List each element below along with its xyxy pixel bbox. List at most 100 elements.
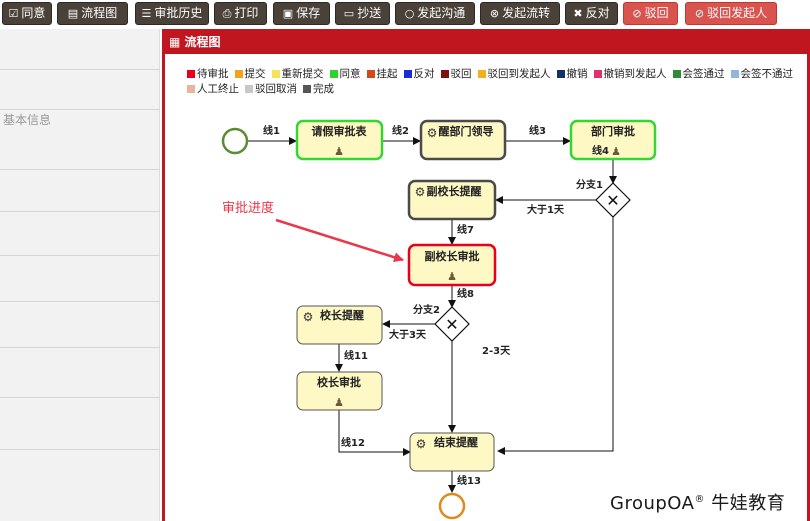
reject-to-initiator-icon: ⊘ (694, 7, 705, 20)
node-end-remind[interactable]: ⚙ 结束提醒 (409, 432, 495, 472)
start-transfer-icon: ⊗ (489, 7, 500, 20)
legend-item: 会签不通过 (730, 66, 793, 81)
gear-icon: ⚙ (415, 185, 426, 199)
agree-label: 同意 (21, 6, 46, 20)
legend-swatch (187, 69, 195, 78)
legend-label: 驳回到发起人 (487, 68, 551, 80)
x-icon: ✕ (606, 191, 619, 210)
agree-icon: ☑ (8, 7, 19, 20)
node-dept-approval[interactable]: 部门审批 ♟ (569, 119, 657, 161)
legend-item: 撤销到发起人 (593, 66, 667, 81)
legend-swatch (403, 69, 412, 78)
legend-swatch (234, 69, 243, 78)
edge-line12 (338, 410, 411, 456)
flowchart-button[interactable]: ▤流程图 (57, 2, 128, 25)
legend-item: 完成 (303, 81, 334, 96)
flowchart-icon: ▤ (67, 7, 79, 20)
edge-gw1-down (497, 217, 614, 455)
label-cond-gt3: 大于3天 (389, 328, 427, 341)
legend-swatch (329, 69, 338, 78)
node-principal-remind[interactable]: ⚙ 校长提醒 (296, 305, 383, 345)
legend-swatch (477, 69, 486, 78)
node-leave-approval[interactable]: 请假审批表 ♟ (295, 119, 384, 161)
sidebar-divider (0, 255, 160, 256)
status-legend: 待审批提交重新提交同意挂起反对驳回驳回到发起人撤销撤销到发起人会签通过会签不通过… (187, 66, 810, 96)
legend-row: 人工终止 驳回取消 完成 (187, 81, 810, 96)
sidebar-divider (0, 449, 160, 450)
legend-label: 驳回 (450, 68, 472, 80)
legend-label: 撤销到发起人 (603, 68, 667, 80)
panel-title: 流程图 (184, 35, 221, 49)
reject-button[interactable]: ⊘驳回 (623, 2, 678, 25)
legend-item: 待审批 (187, 66, 229, 81)
x-icon: ✕ (445, 315, 458, 334)
legend-label: 会签通过 (682, 68, 725, 80)
legend-swatch (730, 69, 739, 78)
legend-label: 人工终止 (197, 83, 239, 95)
cc-button[interactable]: ▭抄送 (335, 2, 390, 25)
brand-watermark: GroupOA® 牛娃教育 (610, 489, 785, 515)
start-communication-button[interactable]: ○发起沟通 (395, 2, 475, 25)
legend-swatch (187, 84, 195, 93)
label-cond-2to3: 2-3天 (482, 345, 511, 357)
legend-label: 驳回取消 (255, 83, 297, 95)
legend-swatch (440, 69, 449, 78)
label-line7: 线7 (457, 223, 474, 236)
sidebar-divider (0, 301, 160, 302)
annotation-approval-progress: 审批进度 (222, 200, 274, 216)
gateway-branch2: ✕ (434, 306, 470, 342)
reject-to-initiator-button[interactable]: ⊘驳回发起人 (685, 2, 777, 25)
start-communication-icon: ○ (404, 7, 415, 20)
legend-swatch (366, 69, 375, 78)
user-icon: ♟ (447, 270, 457, 283)
legend-item: 挂起 (366, 66, 398, 81)
gateway-branch1: ✕ (595, 182, 631, 218)
save-label: 保存 (296, 6, 321, 20)
node-vp-remind-label: 副校长提醒 (427, 184, 482, 198)
sidebar: 基本信息 (0, 29, 160, 521)
node-dept-leader-remind[interactable]: ⚙ 醒部门领导 (419, 119, 507, 161)
cc-label: 抄送 (357, 6, 382, 20)
sidebar-divider (0, 69, 160, 70)
node-principal-remind-label: 校长提醒 (320, 308, 364, 322)
sidebar-divider (0, 397, 160, 398)
legend-item: 重新提交 (271, 66, 324, 81)
legend-swatch (303, 84, 311, 93)
reject-icon: ⊘ (632, 7, 642, 20)
oppose-icon: ✖ (573, 7, 583, 20)
node-end-remind-label: 结束提醒 (433, 435, 478, 449)
legend-swatch (556, 69, 565, 78)
reject-label: 驳回 (644, 6, 669, 20)
node-vp-approval[interactable]: 副校长审批 ♟ (407, 243, 497, 287)
user-icon: ♟ (334, 145, 344, 158)
legend-label: 挂起 (376, 68, 398, 80)
legend-item: 驳回 (440, 66, 472, 81)
legend-row: 待审批提交重新提交同意挂起反对驳回驳回到发起人撤销撤销到发起人会签通过会签不通过 (187, 66, 810, 81)
legend-item: 反对 (403, 66, 435, 81)
agree-button[interactable]: ☑同意 (2, 2, 52, 25)
legend-label: 完成 (313, 83, 334, 95)
start-event (221, 127, 249, 155)
legend-swatch (245, 84, 253, 93)
save-button[interactable]: ▣保存 (273, 2, 330, 25)
node-principal-approval[interactable]: 校长审批 ♟ (296, 371, 383, 411)
sidebar-section-basic-info[interactable]: 基本信息 (3, 113, 52, 127)
print-button[interactable]: ⎙打印 (214, 2, 267, 25)
start-transfer-button[interactable]: ⊗发起流转 (480, 2, 560, 25)
print-label: 打印 (234, 6, 259, 20)
label-line2: 线2 (392, 124, 409, 137)
brand-name: GroupOA (610, 493, 695, 514)
sidebar-divider (0, 169, 160, 170)
cc-icon: ▭ (343, 7, 355, 20)
legend-item: 同意 (329, 66, 361, 81)
node-leave-approval-label: 请假审批表 (312, 124, 368, 138)
node-principal-approval-label: 校长审批 (317, 375, 361, 389)
legend-label: 反对 (413, 68, 435, 80)
label-line3: 线3 (529, 124, 546, 137)
legend-item: 撤销 (556, 66, 588, 81)
approval-history-button[interactable]: ☰审批历史 (135, 2, 209, 25)
oppose-button[interactable]: ✖反对 (565, 2, 618, 25)
user-icon: ♟ (334, 396, 344, 409)
node-vp-remind[interactable]: ⚙ 副校长提醒 (407, 179, 497, 221)
